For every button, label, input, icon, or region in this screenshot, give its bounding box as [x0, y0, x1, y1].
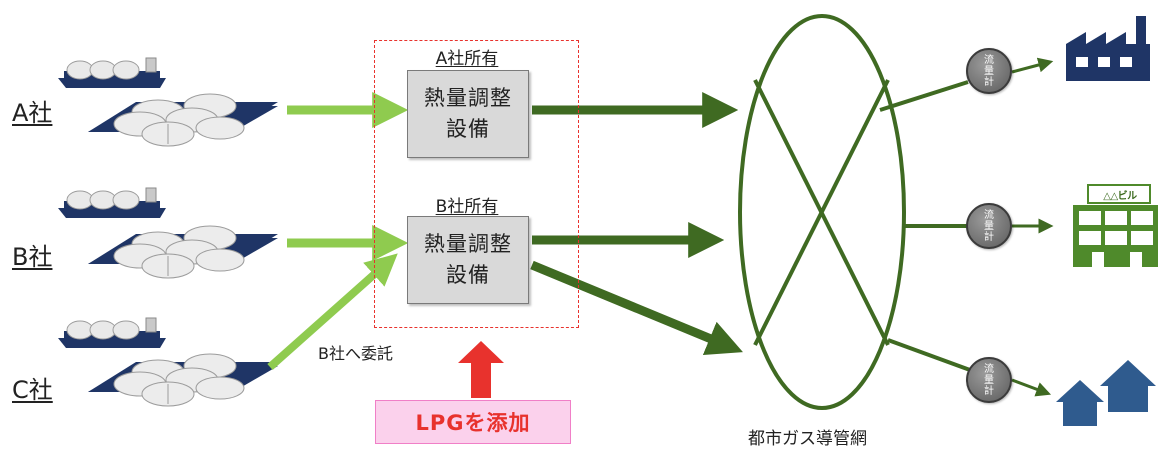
supply-arrow-c [267, 253, 398, 370]
company-a-label: A社 [12, 99, 53, 127]
flow-meter-1-char3: 計 [984, 76, 994, 88]
flow-meter-1: 流 量 計 [966, 48, 1012, 94]
outflow-line-3 [887, 338, 971, 372]
tanker-ship-a-icon [57, 57, 167, 89]
equipment-b-line2: 設備 [446, 263, 490, 287]
flow-meter-3: 流 量 計 [966, 357, 1012, 403]
flow-meter-3-char3: 計 [984, 385, 994, 397]
flow-meter-2-char2: 量 [984, 220, 994, 232]
pipeline-network-ellipse [738, 14, 906, 410]
lng-terminal-c-icon [87, 353, 279, 407]
company-c-label: C社 [12, 376, 53, 404]
equipment-b-line1: 熱量調整 [424, 232, 512, 256]
output-arrow-b2 [530, 260, 743, 356]
meter-arrow-1 [1011, 57, 1054, 74]
calorific-adjustment-frame [374, 40, 579, 328]
factory-icon [1066, 16, 1150, 81]
lng-terminal-b-icon [87, 225, 279, 279]
flow-meter-2-char1: 流 [984, 209, 994, 221]
delegation-label: B社へ委託 [318, 344, 393, 363]
flow-meter-3-char1: 流 [984, 363, 994, 375]
calorific-equipment-b: 熱量調整 設備 [407, 216, 529, 304]
owner-b-label: B社所有 [435, 197, 499, 217]
city-gas-network-label: 都市ガス導管網 [748, 429, 867, 449]
equipment-a-line2: 設備 [446, 117, 490, 141]
flow-meter-1-char2: 量 [984, 65, 994, 77]
flow-meter-2-char3: 計 [984, 231, 994, 243]
houses-icon [1056, 360, 1156, 426]
flow-meter-2: 流 量 計 [966, 203, 1012, 249]
flow-meter-1-char1: 流 [984, 54, 994, 66]
flow-meter-3-char2: 量 [984, 374, 994, 386]
tanker-ship-c-icon [57, 317, 167, 349]
equipment-a-line1: 熱量調整 [424, 86, 512, 110]
lpg-addition-box: LPGを添加 [375, 400, 571, 444]
calorific-equipment-a: 熱量調整 設備 [407, 70, 529, 158]
company-b-label: B社 [12, 243, 53, 271]
tanker-ship-b-icon [57, 187, 167, 219]
building-sign-label: △△ビル [1103, 191, 1137, 202]
outflow-line-1 [879, 80, 969, 112]
office-building-icon [1073, 184, 1158, 267]
lpg-up-arrow [458, 341, 504, 398]
network-cross-line-2 [753, 79, 890, 346]
lng-terminal-a-icon [87, 93, 279, 147]
owner-a-label: A社所有 [435, 49, 499, 69]
meter-arrow-3 [1011, 378, 1052, 397]
